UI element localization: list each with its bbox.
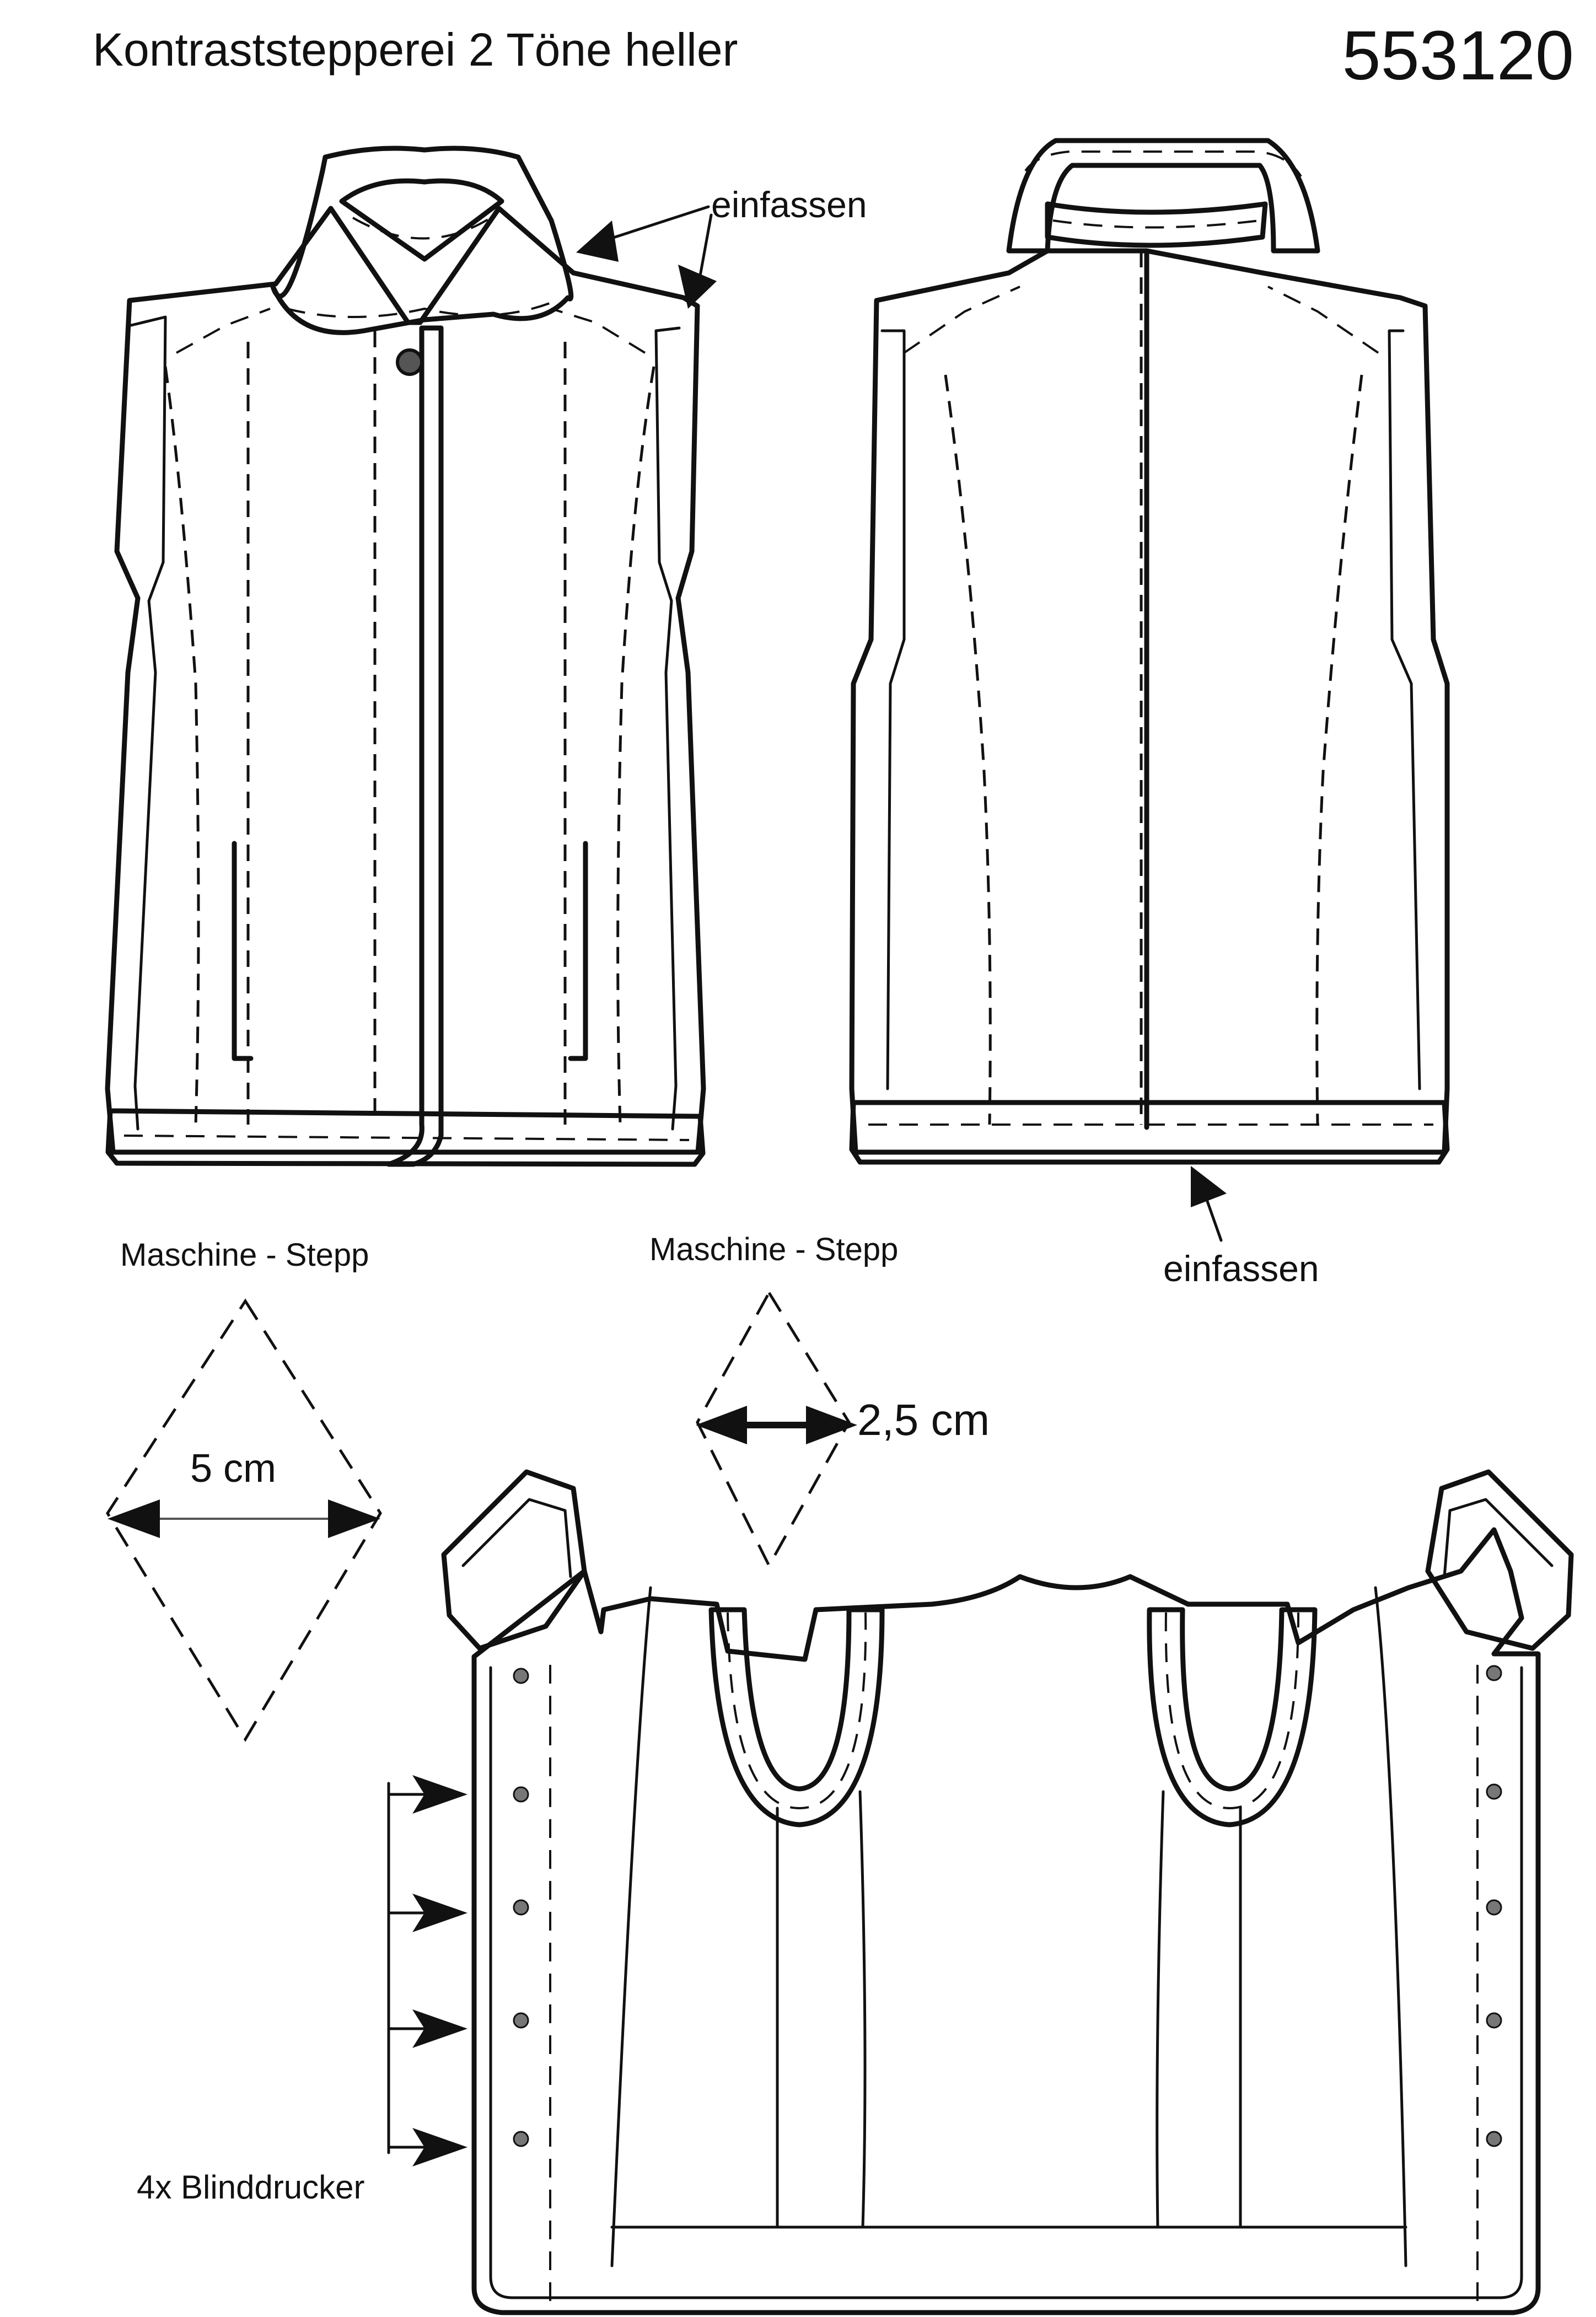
snap-dot bbox=[1486, 2012, 1502, 2029]
back-collar-band bbox=[1006, 138, 1320, 254]
snap-dot bbox=[1486, 1783, 1502, 1800]
snap-dot bbox=[513, 2012, 529, 2029]
inside-view-vest bbox=[441, 1469, 1574, 2315]
inside-vest-outline bbox=[471, 1527, 1541, 2315]
diamond-width-label: 5 cm bbox=[190, 1447, 277, 1491]
front-welt-pocket-right bbox=[568, 841, 588, 1061]
snap-dot bbox=[513, 1786, 529, 1803]
page-title: Kontraststepperei 2 Töne heller bbox=[93, 24, 738, 76]
front-view-vest bbox=[105, 146, 706, 1167]
article-number: 553120 bbox=[1342, 17, 1574, 94]
line-spacing-label: 2,5 cm bbox=[857, 1395, 990, 1444]
inside-shoulder-left bbox=[441, 1469, 587, 1651]
snap-dots-left bbox=[513, 1668, 529, 2147]
front-center-placket bbox=[386, 325, 444, 1167]
front-hem-band bbox=[105, 1108, 706, 1167]
snap-arrow bbox=[412, 1775, 467, 1814]
inside-armhole-left bbox=[708, 1607, 885, 1827]
snap-dot bbox=[1486, 2131, 1502, 2147]
front-welt-pocket-left bbox=[232, 841, 254, 1061]
back-hem-band bbox=[849, 1100, 1450, 1165]
inside-shoulder-right bbox=[1425, 1469, 1574, 1651]
snap-dot bbox=[513, 1668, 529, 1684]
front-binding-label: einfassen bbox=[711, 184, 867, 225]
blind-snap-indicator bbox=[387, 1775, 467, 2167]
back-vest-outline bbox=[849, 248, 1450, 1155]
back-binding-callout bbox=[1191, 1166, 1227, 1242]
back-binding-label: einfassen bbox=[1163, 1248, 1319, 1289]
quilting-label-left: Maschine - Stepp bbox=[120, 1237, 369, 1273]
snap-arrow bbox=[412, 1894, 467, 1932]
front-collar bbox=[270, 146, 574, 335]
front-snap-button bbox=[396, 348, 423, 376]
quilting-diamond-5cm bbox=[106, 1298, 382, 1742]
quilting-label-right: Maschine - Stepp bbox=[649, 1232, 899, 1267]
snap-dot bbox=[513, 1899, 529, 1916]
inside-armhole-right bbox=[1147, 1607, 1318, 1827]
back-view-vest bbox=[849, 138, 1450, 1165]
snap-dots-right bbox=[1486, 1665, 1502, 2147]
snap-arrow bbox=[412, 2009, 467, 2048]
blind-snap-label: 4x Blinddrucker bbox=[137, 2169, 365, 2206]
snap-dot bbox=[1486, 1665, 1502, 1681]
snap-dot bbox=[1486, 1899, 1502, 1916]
snap-arrow bbox=[412, 2128, 467, 2167]
front-binding-callout bbox=[576, 205, 717, 309]
snap-dot bbox=[513, 2131, 529, 2147]
quilting-diamond-2-5cm bbox=[696, 1290, 857, 1569]
